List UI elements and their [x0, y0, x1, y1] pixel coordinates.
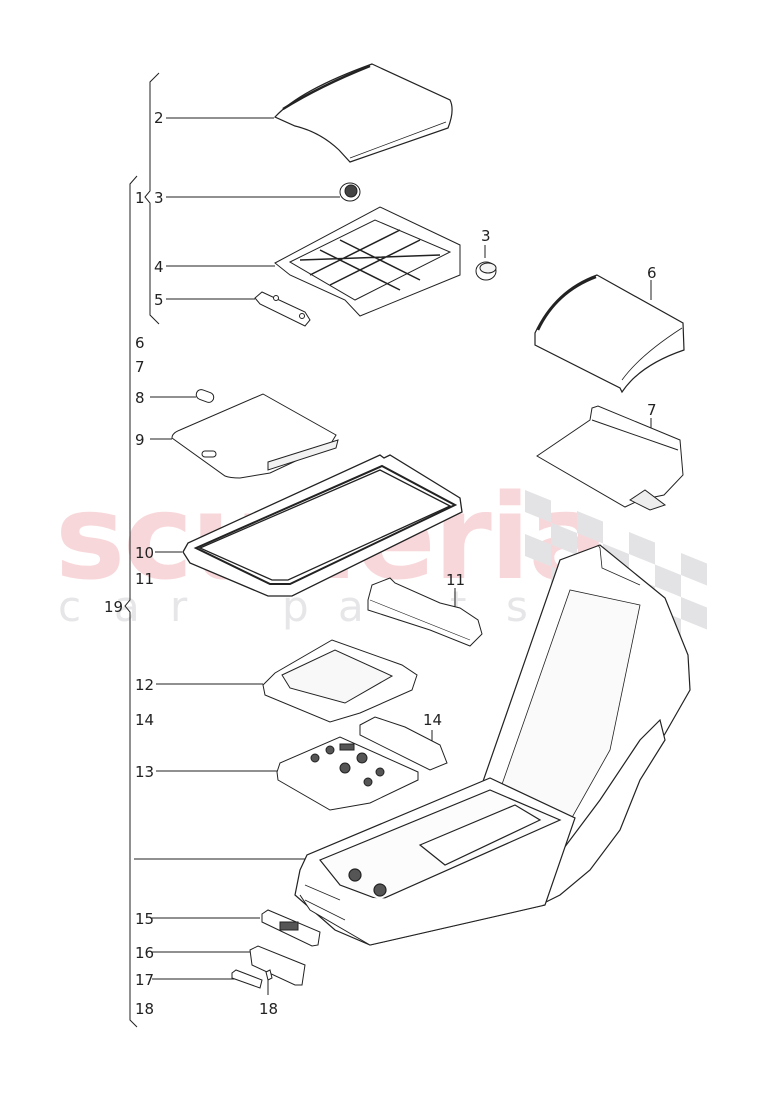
- part-17-cover-strip: [231, 969, 263, 989]
- callout-11-drawing: 11: [446, 571, 466, 589]
- callout-16: 16: [135, 944, 155, 962]
- part-2-armrest-cover: [273, 63, 453, 163]
- callout-10: 10: [135, 544, 155, 562]
- part-15-bezel: [261, 909, 321, 947]
- callout-18-drawing: 18: [259, 1000, 279, 1018]
- watermark-letter: a: [114, 582, 140, 631]
- part-8-plug: [195, 389, 215, 403]
- group-bracket-1: [144, 72, 160, 325]
- part-14-switch-cover: [359, 716, 448, 771]
- part-7-armrest-base: [536, 405, 684, 511]
- callout-7-drawing: 7: [647, 401, 657, 419]
- callout-19: 19: [104, 598, 124, 616]
- watermark-letter: r: [170, 582, 188, 631]
- part-18-screw: [265, 969, 273, 981]
- callout-3-drawing: 3: [481, 227, 491, 245]
- callout-7: 7: [135, 358, 145, 376]
- group-bracket-19: [124, 175, 138, 1028]
- callout-13: 13: [135, 763, 155, 781]
- callout-11: 11: [135, 570, 155, 588]
- part-10-seal-frame: [182, 454, 463, 597]
- callout-3: 3: [154, 189, 164, 207]
- callout-6-drawing: 6: [647, 264, 657, 282]
- part-12-tray: [262, 639, 418, 723]
- callout-6: 6: [135, 334, 145, 352]
- callout-18: 18: [135, 1000, 155, 1018]
- callout-2: 2: [154, 109, 164, 127]
- part-6-cushion: [534, 274, 685, 394]
- callout-1: 1: [135, 189, 145, 207]
- callout-15: 15: [135, 910, 155, 928]
- part-9-lid: [171, 393, 339, 479]
- callout-9: 9: [135, 431, 145, 449]
- part-4-base-frame: [274, 206, 461, 317]
- part-19-console-body: [294, 544, 691, 946]
- callout-4: 4: [154, 258, 164, 276]
- part-13-switch-panel: [276, 736, 419, 811]
- part-5-bracket: [254, 291, 311, 327]
- watermark-letter: a: [338, 582, 364, 631]
- callout-14-drawing: 14: [423, 711, 443, 729]
- callout-5: 5: [154, 291, 164, 309]
- part-3-cap: [339, 182, 497, 281]
- part-11-insert: [367, 577, 483, 647]
- callout-12: 12: [135, 676, 155, 694]
- callout-8: 8: [135, 389, 145, 407]
- callout-14: 14: [135, 711, 155, 729]
- watermark-letter: s: [506, 582, 528, 631]
- watermark-letter: c: [58, 582, 82, 631]
- callout-17: 17: [135, 971, 155, 989]
- part-16-housing: [249, 945, 306, 986]
